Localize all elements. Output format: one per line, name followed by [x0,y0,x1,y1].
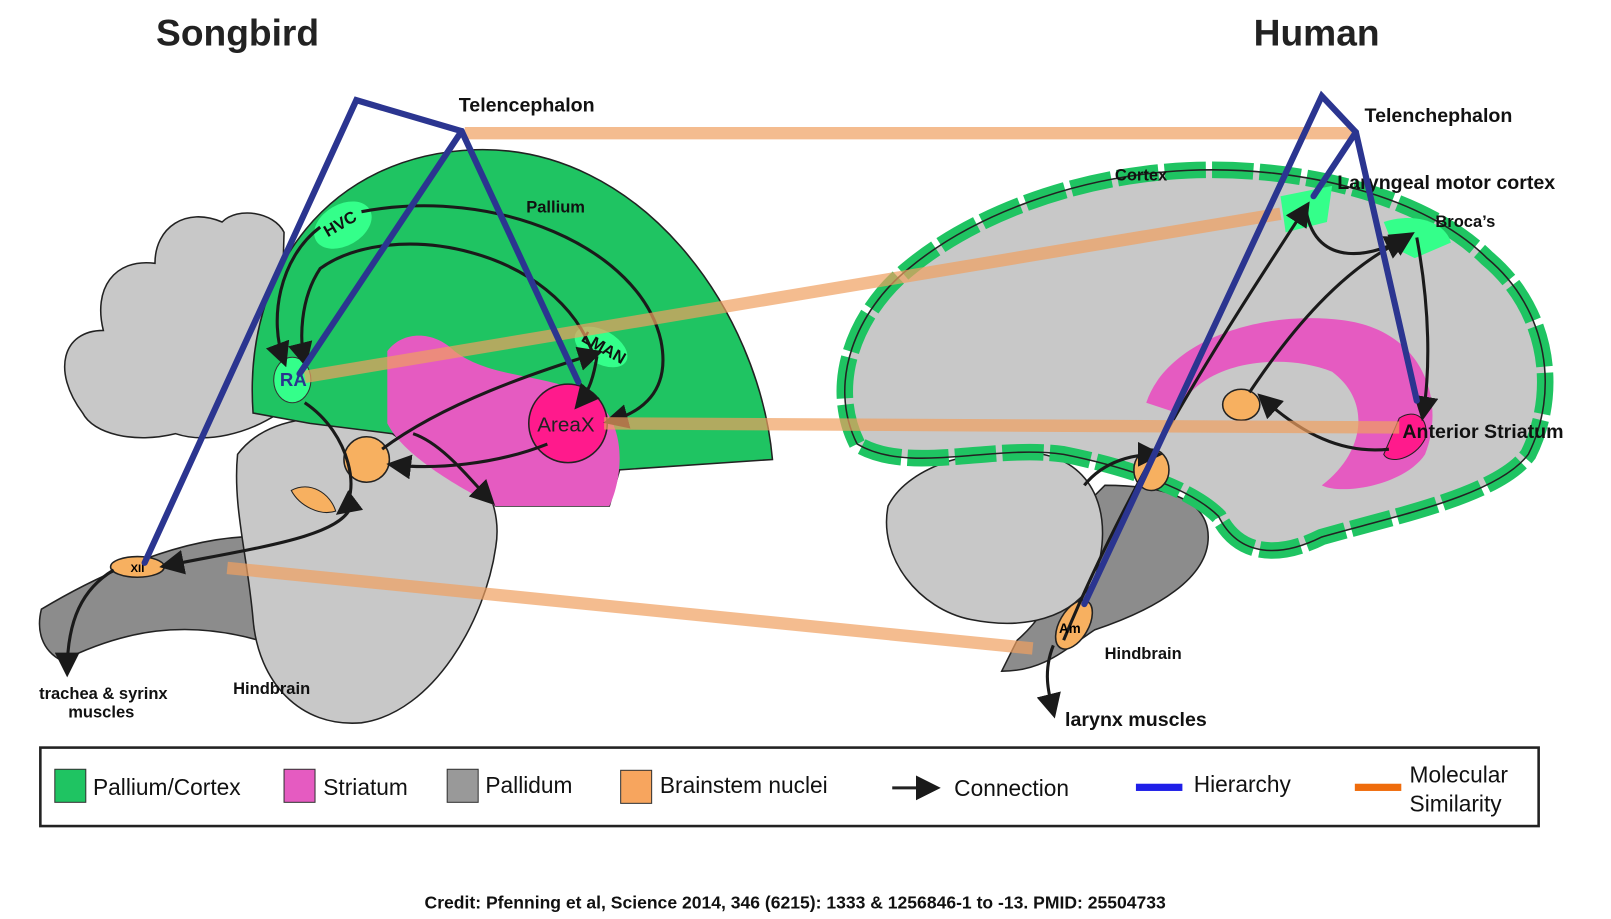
legend-label-pallium: Pallium/Cortex [93,774,241,800]
larynx-muscles-label: larynx muscles [1065,709,1207,731]
connection-striatum-thalamus [1257,393,1390,452]
human-hierarchy-laryngeal [1310,129,1359,200]
human-telencephalon-label: Telenchephalon [1365,105,1513,127]
human-title: Human [1254,11,1380,53]
connection-brocas-striatum [1413,237,1439,422]
connection-dm-xii [159,505,353,575]
similarity-ra-laryngeal [303,207,1282,384]
connection-brainstem-loop [1083,441,1163,487]
legend-swatch-brainstem [620,769,653,804]
connection-dlm-lman [381,346,603,451]
legend-swatch-striatum [283,768,316,803]
similarity-areax-striatum [604,417,1400,434]
connection-brainstem-areax [412,432,495,506]
legend-swatch-molecular [1354,783,1402,791]
songbird-brain: HVC RA LMAN AreaX XII Pallium Telencepha… [38,95,774,724]
legend-label-molecular-2: Similarity [1410,791,1503,817]
anterior-striatum-label: Anterior Striatum [1402,421,1563,443]
songbird-hindbrain-label: Hindbrain [233,679,310,698]
connection-am-laryngeal [1062,201,1310,641]
connection-lman-areax [574,356,600,410]
legend-label-striatum: Striatum [323,774,408,800]
hvc-nucleus [314,201,372,249]
songbird-telencephalon-label: Telencephalon [459,95,595,117]
connection-areax-dlm [386,442,548,480]
human-thalamus-nucleus [1221,388,1261,422]
songbird-dm-nucleus [290,486,337,513]
hierarchy-lines [141,90,1420,608]
credit-text: Credit: Pfenning et al, Science 2014, 34… [425,893,1166,913]
connection-hvc-ra [265,225,322,368]
songbird-hierarchy-ra [296,128,465,377]
songbird-hierarchy-top [141,96,582,566]
areax-label: AreaX [537,414,595,437]
legend: Pallium/Cortex Striatum Pallidum Brainst… [39,746,1540,828]
connection-hvc-areax [361,204,665,429]
legend-swatch-pallidum [446,768,479,803]
brocas-label: Broca’s [1435,212,1495,231]
pallium-label: Pallium [526,198,585,217]
xii-label: XII [130,563,144,575]
legend-label-molecular-1: Molecular [1410,762,1509,788]
similarity-xii-am [226,561,1034,655]
am-label: Am [1059,621,1081,636]
legend-label-brainstem: Brainstem nuclei [660,772,828,798]
molecular-similarity-links [226,127,1400,655]
anterior-striatum-nucleus [1383,413,1427,460]
cortex-label: Cortex [1115,166,1168,185]
songbird-muscles-label-1: trachea & syrinx [39,684,168,703]
songbird-muscles-label-2: muscles [68,703,134,722]
connection-xii-muscles [54,568,115,678]
connection-lman-ra [288,242,596,368]
legend-swatch-hierarchy [1135,783,1183,791]
songbird-title: Songbird [156,11,319,53]
human-cerebellum [885,451,1104,625]
laryngeal-motor-cortex-label: Laryngeal motor cortex [1337,172,1555,194]
human-hindbrain-label: Hindbrain [1105,644,1182,663]
human-striatum [1146,318,1433,490]
connection-am-muscles [1036,644,1061,719]
legend-swatch-pallium [54,768,87,803]
human-cortex-outline [844,169,1546,552]
songbird-striatum [387,335,620,506]
connection-ra-dm [303,401,364,515]
human-hierarchy-top [1081,90,1420,608]
legend-label-hierarchy: Hierarchy [1194,771,1292,797]
legend-label-pallidum: Pallidum [485,772,572,798]
legend-label-connection: Connection [954,775,1069,801]
